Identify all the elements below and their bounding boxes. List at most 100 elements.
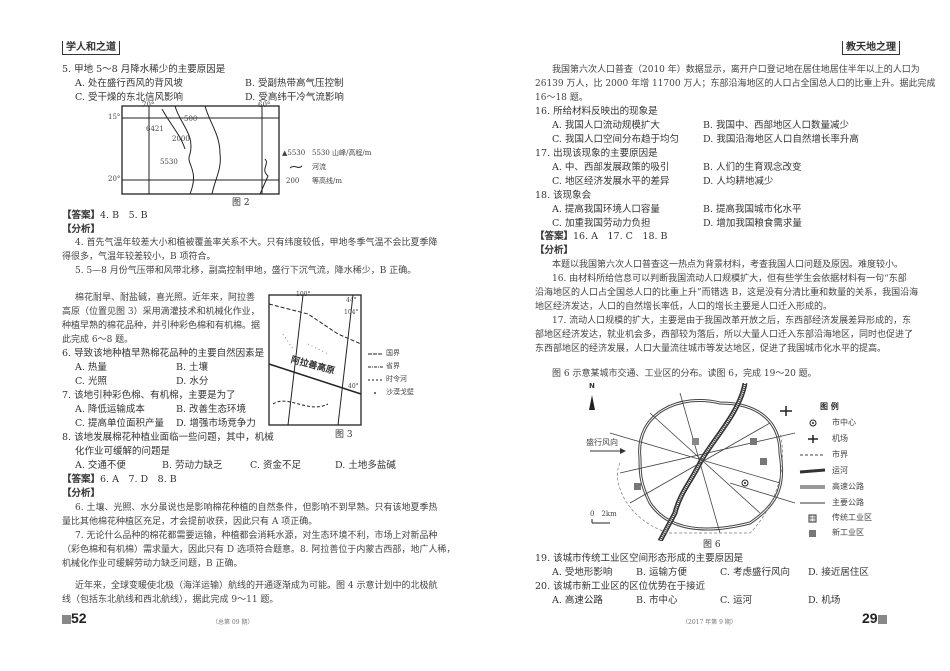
legend-title: 图 例	[820, 402, 839, 411]
legend-national-border: 国界	[386, 349, 400, 357]
option-d: D. 土地多盐碱	[335, 460, 396, 471]
legend-seasonal-river: 时令河	[386, 375, 407, 383]
question-stem: 5. 甲地 5～8 月降水稀少的主要原因是	[62, 64, 226, 75]
column-header: 学人和之道	[62, 41, 120, 55]
question-stem: 8. 该地发展棉花种植业面临一些问题，其中，机械	[62, 432, 274, 443]
analysis-line: 17. 流动人口规模的扩大，主要是由于我国改革开放之后，东西部经济发展差异形成的…	[552, 316, 912, 326]
option-a: A. 处在盛行西风的背风坡	[75, 78, 183, 89]
question-stem: 20. 该城市新工业区的区位优势在于接近	[535, 581, 706, 592]
figure-6-caption: 图 6	[703, 540, 721, 550]
option-b: B. 人们的生育观念改变	[703, 162, 802, 173]
option-c: C. 提高单位面积产量	[75, 418, 164, 429]
option-d: D. 受高纬干冷气流影响	[245, 92, 344, 103]
question-stem: 18. 该现象会	[535, 190, 592, 201]
longitude-label: 70°	[142, 101, 155, 109]
option-d: D. 水分	[176, 376, 209, 387]
scale-bar-label: 0 2km	[590, 510, 617, 518]
intro-line: 我国第六次人口普查（2010 年）数据显示，离开户口登记地在居住地居住半年以上的…	[552, 65, 920, 75]
question-stem: 19. 该城市传统工业区空间形态形成的主要原因是	[535, 553, 744, 564]
figure-3-caption: 图 3	[335, 430, 353, 440]
figure-6-map: N 盛行风向 0 2km 图 例 市中心 机场 市界 运河 高速公路 主要公路 …	[580, 382, 920, 543]
page-marker	[877, 614, 887, 624]
answer-text: 16. A 17. C 18. B	[573, 231, 668, 242]
option-d: D. 我国沿海地区人口自然增长率升高	[703, 134, 859, 145]
option-d: D. 人均耕地减少	[703, 176, 774, 187]
footer-issue: （2017 年第 9 期）	[682, 619, 737, 626]
peak-label: 5530	[160, 158, 178, 166]
analysis-label: 【分析】	[62, 224, 101, 235]
legend-canal: 运河	[832, 466, 848, 475]
answer-text: 4. B 5. B	[100, 210, 148, 221]
analysis-line: 东西部地区的经济发展，人口大量流往城市等发达地区，促进了我国城市化水平的提高。	[535, 344, 887, 354]
option-c: C. 光照	[75, 376, 107, 387]
option-c: C. 资金不足	[250, 460, 301, 471]
legend-contour-sample: 200	[286, 177, 300, 185]
legend-contour: 等高线/m	[312, 177, 342, 185]
figure-2-map: 70° 60° 15° 20° 6421 5530 500 2000 ▲5530…	[108, 101, 371, 196]
contour-label: 2000	[172, 135, 190, 143]
option-b: B. 改善生态环境	[176, 404, 247, 415]
passage-line: 近年来，全球变暖使北极（海洋运输）航线的开通逐渐成为可能。图 4 示意计划中的北…	[75, 581, 438, 591]
option-a: A. 降低运输成本	[75, 404, 145, 415]
option-c: C. 我国人口空间分布趋于均匀	[552, 134, 679, 145]
answer-label: 【答案】	[62, 474, 101, 485]
option-c: C. 地区经济发展水平的差异	[552, 176, 670, 187]
option-b: B. 运输方便	[636, 567, 688, 578]
legend-peak: 5530 山峰/高程/m	[312, 149, 372, 157]
passage-line: 线（包括东北航线和西北航线），据此完成 9～11 题。	[62, 595, 279, 605]
analysis-label: 【分析】	[535, 245, 574, 256]
option-b: B. 土壤	[176, 362, 209, 373]
option-c: C. 运河	[720, 595, 752, 606]
question-stem: 7. 该地引种彩色棉、有机棉，主要是为了	[62, 390, 236, 401]
peak-label: 6421	[146, 125, 164, 133]
analysis-line: 量比其他棉花种植区充足，才会提前收获，因此只有 A 项正确。	[62, 517, 318, 527]
analysis-line: 地区经济发达，人口的自然增长率低，人口的增长主要是人口迁入形成的。	[535, 302, 833, 312]
page-number: 52	[71, 610, 87, 626]
analysis-line: 机械化作业可缓解劳动力缺乏问题，B 正确。	[62, 559, 243, 569]
analysis-line: 6. 土壤、光照、水分虽说也是影响棉花种植的自然条件，但影响不到早熟。只有该地夏…	[75, 503, 438, 513]
question-stem: 6. 导致该地种植早熟棉花品种的主要自然因素是	[62, 348, 265, 359]
latitude-label: 44°	[346, 297, 357, 304]
analysis-line: （彩色棉和有机棉）需求量大，因此只有 D 选项符合题意。8. 阿拉善位于内蒙古西…	[62, 545, 456, 555]
legend-new-industry: 新工业区	[832, 528, 864, 537]
option-a: A. 我国人口流动规模扩大	[552, 120, 660, 131]
legend-traditional-industry: 传统工业区	[832, 513, 872, 522]
answer-text: 6. A 7. D 8. B	[100, 474, 177, 485]
analysis-line: 本题以我国第六次人口普查这一热点为背景材料，考查我国人口问题及原因。难度较小。	[552, 260, 904, 270]
option-a: A. 提高我国环境人口容量	[552, 204, 660, 215]
option-a: A. 交通不便	[75, 460, 126, 471]
passage-line: 种植早熟的棉花品种，并引种彩色棉和有机棉。据	[62, 321, 261, 331]
footer-issue: （总第 09 期）	[212, 619, 254, 626]
passage-line: 高原（位置见图 3）采用滴灌技术和机械化作业，	[62, 307, 260, 317]
page-marker	[62, 614, 71, 624]
north-arrow-label: N	[589, 382, 595, 390]
legend-city-center: 市中心	[832, 418, 856, 427]
longitude-label: 60°	[258, 101, 271, 109]
figure-6-intro: 图 6 示意某城市交通、工业区的分布。读图 6，完成 19～20 题。	[552, 369, 817, 379]
legend-airport: 机场	[832, 434, 848, 443]
analysis-line: 沿海地区的人口占全国总人口的比重上升”而错选 B，这是没有分清比重和数量的关系，…	[535, 288, 919, 298]
passage-line: 此完成 6～8 题。	[62, 335, 134, 345]
option-b: B. 提高我国城市化水平	[703, 204, 802, 215]
analysis-line: 部地区经济发达，就业机会多，西部较为落后，所以大量人口迁入东部沿海地区，同时也促…	[535, 330, 914, 340]
answer-label: 【答案】	[535, 231, 574, 242]
option-d: D. 增加我国粮食需求量	[703, 218, 802, 229]
intro-line: 26139 万人，比 2000 年增 11700 万人；东部沿海地区的人口占全国…	[535, 79, 936, 89]
analysis-line: 5. 5—8 月份气压带和风带北移，副高控制甲地，盛行下沉气流，降水稀少，B 正…	[75, 266, 417, 276]
figure-3-map: 100° 44° 104° 40° 阿拉善高原 国界 省界 时令河 沙漠戈壁	[268, 292, 414, 429]
option-a: A. 受地形影响	[552, 567, 613, 578]
analysis-line: 得很多，气温年较差较小，B 项符合。	[62, 252, 216, 262]
legend-expressway: 高速公路	[832, 482, 864, 491]
legend-river: 河流	[312, 163, 326, 171]
option-c: C. 加重我国劳动力负担	[552, 218, 651, 229]
option-c: C. 考虑盛行风向	[720, 567, 790, 578]
latitude-label: 20°	[108, 175, 121, 183]
column-header: 教天地之理	[842, 41, 900, 55]
option-c: C. 受干燥的东北信风影响	[75, 92, 183, 103]
option-a: A. 中、西部发展政策的吸引	[552, 162, 670, 173]
option-b: B. 劳动力缺乏	[162, 460, 223, 471]
analysis-line: 7. 无论什么品种的棉花都需要运输，种植都会消耗水源，对生态环境不利，市场上对新…	[75, 531, 438, 541]
question-stem: 16. 所给材料反映出的现象是	[535, 106, 658, 117]
option-b: B. 市中心	[636, 595, 678, 606]
option-d: D. 增强市场竞争力	[176, 418, 256, 429]
